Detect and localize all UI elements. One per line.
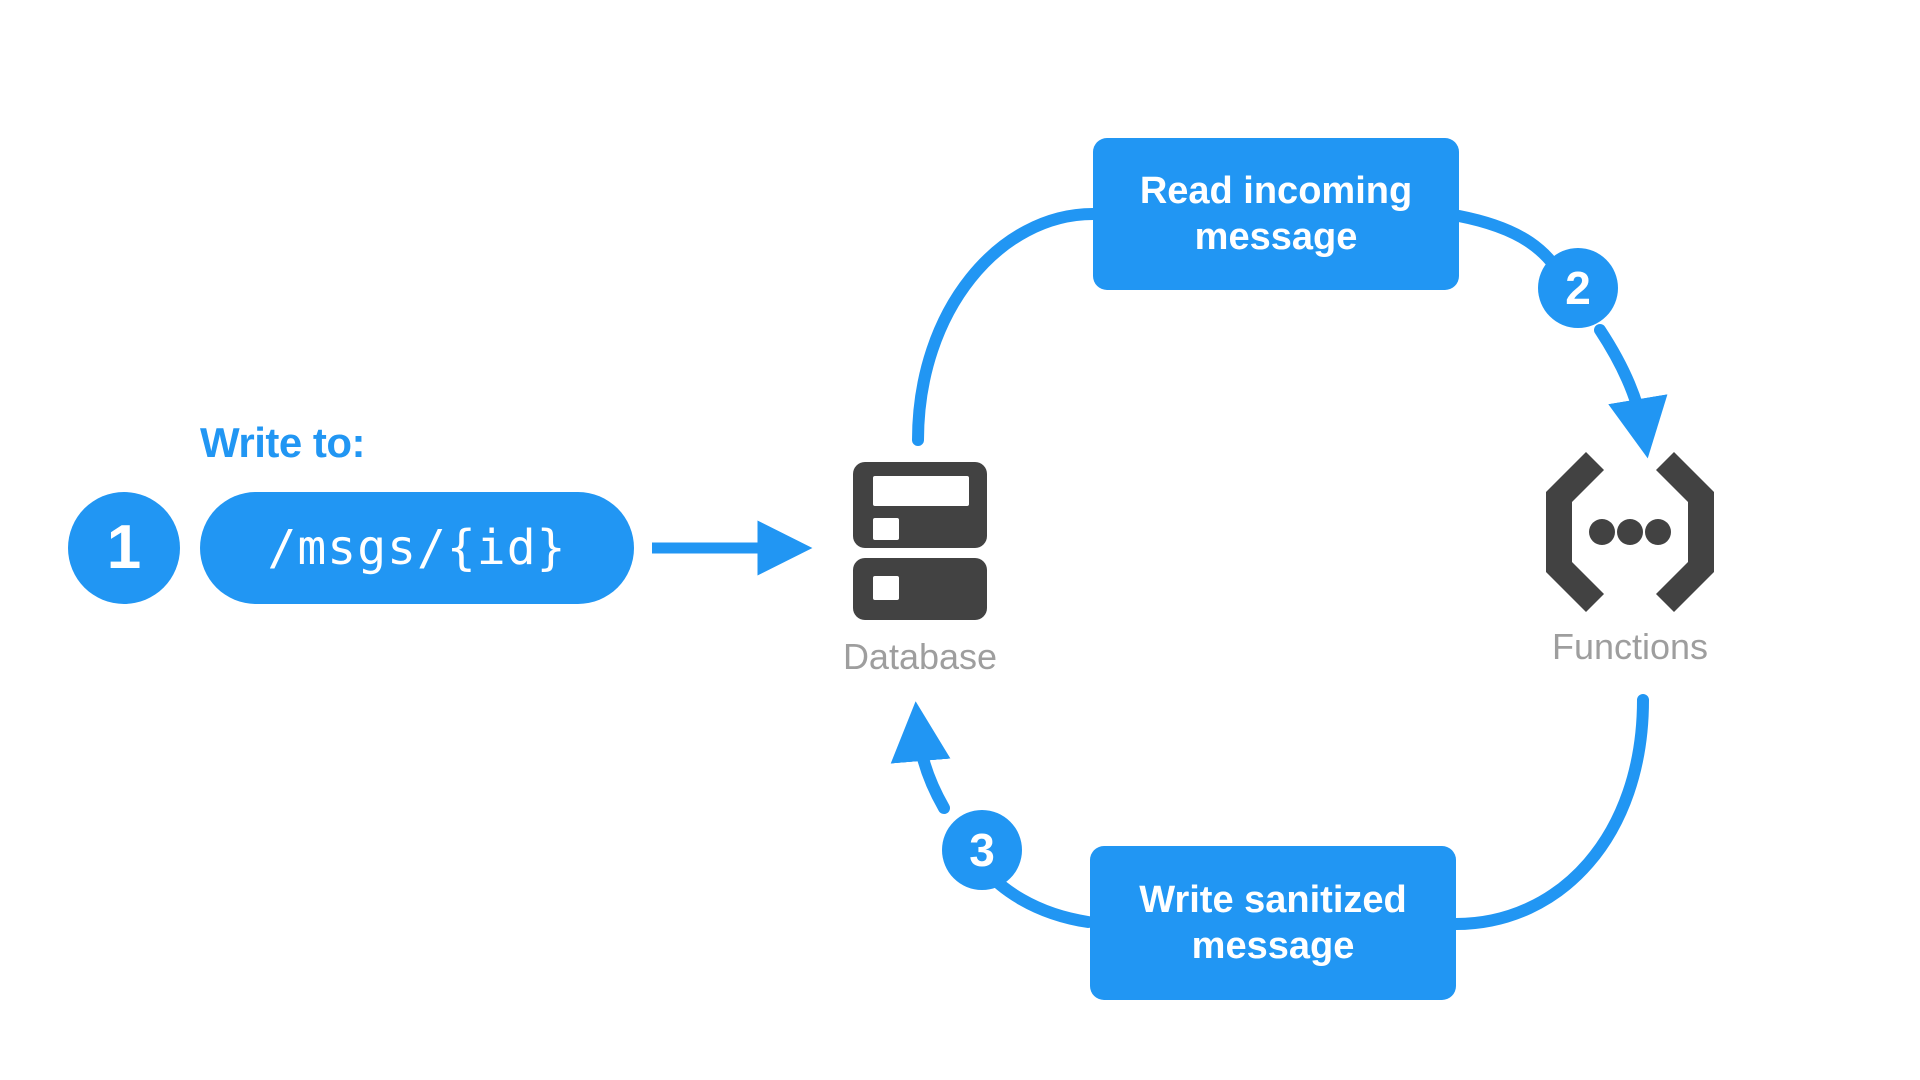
connector-database-to-read	[912, 208, 1099, 446]
write-to-label: Write to:	[200, 419, 366, 466]
functions-brackets-icon	[1542, 452, 1718, 612]
node-database[interactable]: Database	[830, 462, 1010, 678]
action-box-read-incoming-message[interactable]: Read incoming message	[1093, 138, 1459, 290]
database-label: Database	[842, 636, 998, 677]
step-badge-2: 2	[1538, 248, 1618, 328]
functions-label: Functions	[1551, 626, 1709, 667]
connector-read-to-functions	[1453, 210, 1668, 459]
action-box-write-sanitized-message[interactable]: Write sanitized message	[1090, 846, 1456, 1000]
database-icon	[845, 462, 995, 622]
step-badge-3: 3	[942, 810, 1022, 890]
database-path-pill[interactable]: /msgs/{id}	[200, 492, 634, 604]
step-badge-1: 1	[68, 492, 180, 604]
connector-functions-to-write	[1450, 694, 1649, 930]
node-functions[interactable]: Functions	[1530, 452, 1730, 668]
